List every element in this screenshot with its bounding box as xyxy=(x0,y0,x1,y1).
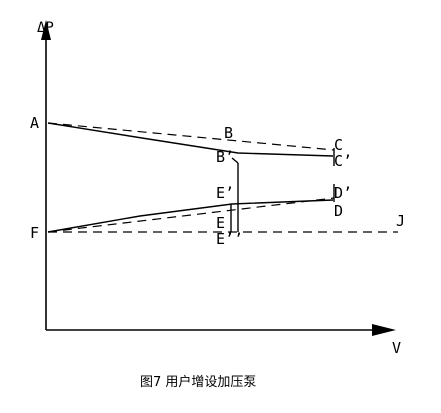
label-e: E xyxy=(216,214,225,232)
label-c-prime: C’ xyxy=(334,152,352,170)
solid-curve-a-c-prime xyxy=(47,122,334,157)
x-axis-label: V xyxy=(392,339,401,357)
label-d-prime: D’ xyxy=(334,184,352,202)
label-f: F xyxy=(30,224,39,242)
label-e-double-prime: E’’ xyxy=(216,230,243,248)
solid-curve-f-d-prime xyxy=(47,199,334,233)
figure-caption: 图7 用户增设加压泵 xyxy=(140,374,256,390)
x-axis-arrow xyxy=(372,324,396,336)
pump-diagonal xyxy=(231,157,239,164)
dashed-line-a-c xyxy=(47,122,335,151)
label-b-prime: B’ xyxy=(216,148,234,166)
label-j: J xyxy=(396,212,405,230)
label-b: B xyxy=(224,124,233,142)
label-d: D xyxy=(334,202,343,220)
y-axis-label: ΔP xyxy=(37,20,54,36)
y-axis-arrow xyxy=(41,20,51,40)
label-c: C xyxy=(334,136,343,154)
dashed-line-f-d xyxy=(47,197,335,233)
label-a: A xyxy=(30,114,39,132)
label-e-prime: E’ xyxy=(216,184,234,202)
